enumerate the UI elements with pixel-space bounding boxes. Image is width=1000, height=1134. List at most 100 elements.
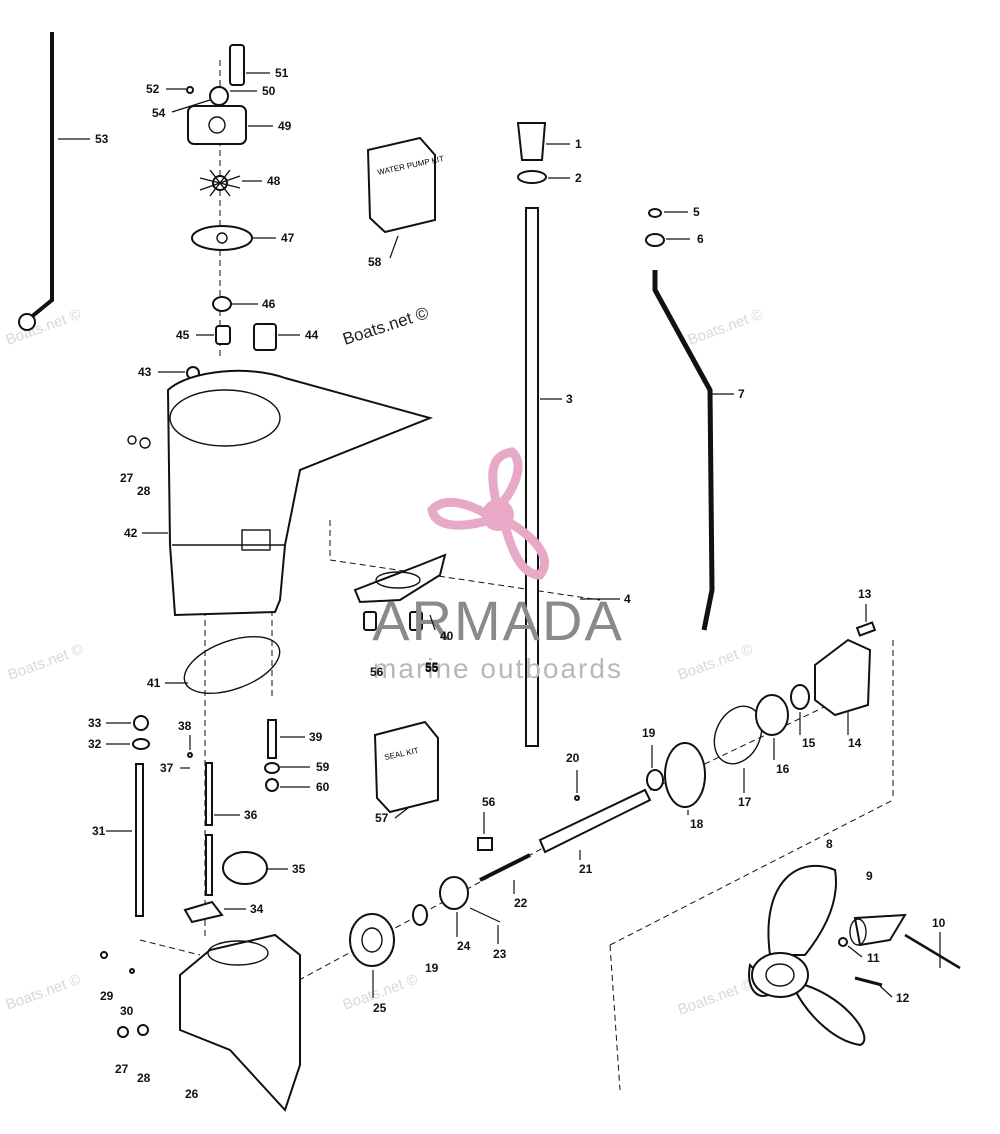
assembly-line [139,939,201,956]
part-number-label: 27 [120,471,134,485]
part-number-label: 38 [178,719,192,733]
part-7 [652,270,715,631]
part-number-label: 21 [579,862,593,876]
leader-line [171,99,211,113]
part-number-label: 36 [244,808,258,822]
part-number-label: 10 [932,916,946,930]
part-number-label: 56 [482,795,496,809]
part-number-label: 8 [826,837,833,851]
part-number-label: 27 [115,1062,129,1076]
part-number-label: 20 [566,751,580,765]
leader-line [394,807,409,819]
part-14 [814,638,872,717]
part-number-label: 37 [160,761,174,775]
part-number-label: 47 [281,231,295,245]
shift-linkage [645,208,715,631]
armada-logo: ARMADA marine outboards [372,447,623,684]
watermark-center: Boats.net © [340,303,431,349]
part-number-label: 17 [738,795,752,809]
part-13 [855,621,877,637]
watermark: Boats.net © [4,971,84,1014]
part-number-label: 31 [92,824,106,838]
part-number-label: 54 [152,106,166,120]
part-6 [645,233,665,247]
part-47 [191,225,253,251]
part-number-label: 42 [124,526,138,540]
part-51 [229,44,245,86]
part-number-label: 14 [848,736,862,750]
part-number-label: 33 [88,716,102,730]
leader-line [389,235,399,259]
driveshaft-parts [516,122,547,747]
part-number-label: 59 [316,760,330,774]
part-number-label: 57 [375,811,389,825]
part-49 [187,105,247,145]
part-12 [854,976,883,987]
assembly-line [609,944,621,1091]
part-number-label: 32 [88,737,102,751]
part-number-label: 7 [738,387,745,401]
assembly-line [329,559,601,601]
part-19a [412,904,428,926]
part-number-label: 25 [373,1001,387,1015]
part-number-label: 13 [858,587,872,601]
part-number-label: 28 [137,1071,151,1085]
part-number-label: 34 [250,902,264,916]
part-number-label: 40 [440,629,454,643]
part-16 [755,694,789,736]
part-60 [265,778,279,792]
gearcase-26 [100,933,301,1112]
part-number-label: 3 [566,392,573,406]
part-number-label: 23 [493,947,507,961]
part-number-label: 52 [146,82,160,96]
leader-line [847,945,863,958]
part-35 [222,851,268,885]
part-labels: 1234567891011121314151617181920212223242… [58,66,946,1101]
rod-knob [18,313,36,331]
part-number-label: 58 [368,255,382,269]
part-47-hole [216,232,228,244]
gasket-41 [183,635,281,695]
part-number-label: 29 [100,989,114,1003]
part-number-label: 19 [425,961,439,975]
part-46 [212,296,232,312]
watermark: Boats.net © [6,641,86,684]
part-number-label: 4 [624,592,631,606]
part-33 [133,715,149,731]
propeller-8 [748,864,961,1047]
part-number-label: 60 [316,780,330,794]
assembly-line [609,799,894,946]
part-48 [199,169,241,197]
driveshaft-housing-42 [127,369,434,617]
part-50 [209,86,229,106]
watermark: Boats.net © [676,976,756,1019]
part-number-label: 30 [120,1004,134,1018]
part-number-label: 50 [262,84,276,98]
part-2 [517,170,547,184]
part-32 [132,738,150,750]
part-number-label: 49 [278,119,292,133]
part-number-label: 51 [275,66,289,80]
part-38 [187,752,193,758]
part-number-label: 53 [95,132,109,146]
part-25 [349,913,395,967]
logo-subtitle: marine outboards [373,653,623,684]
part-59 [264,762,280,774]
part-36b [205,834,213,896]
lower-left-parts [132,715,280,924]
part-number-label: 45 [176,328,190,342]
water-pump-kit-box: WATER PUMP KIT [366,136,445,234]
part-23 [469,907,501,923]
watermark: Boats.net © [4,306,84,349]
part-number-label: 9 [866,869,873,883]
part-number-label: 55 [425,661,439,675]
part-34 [183,900,224,924]
part-number-label: 15 [802,736,816,750]
part-56a [477,837,493,851]
part-number-label: 19 [642,726,656,740]
part-44 [253,323,277,351]
part-9 [853,913,907,947]
part-number-label: 43 [138,365,152,379]
part-21 [538,788,652,854]
